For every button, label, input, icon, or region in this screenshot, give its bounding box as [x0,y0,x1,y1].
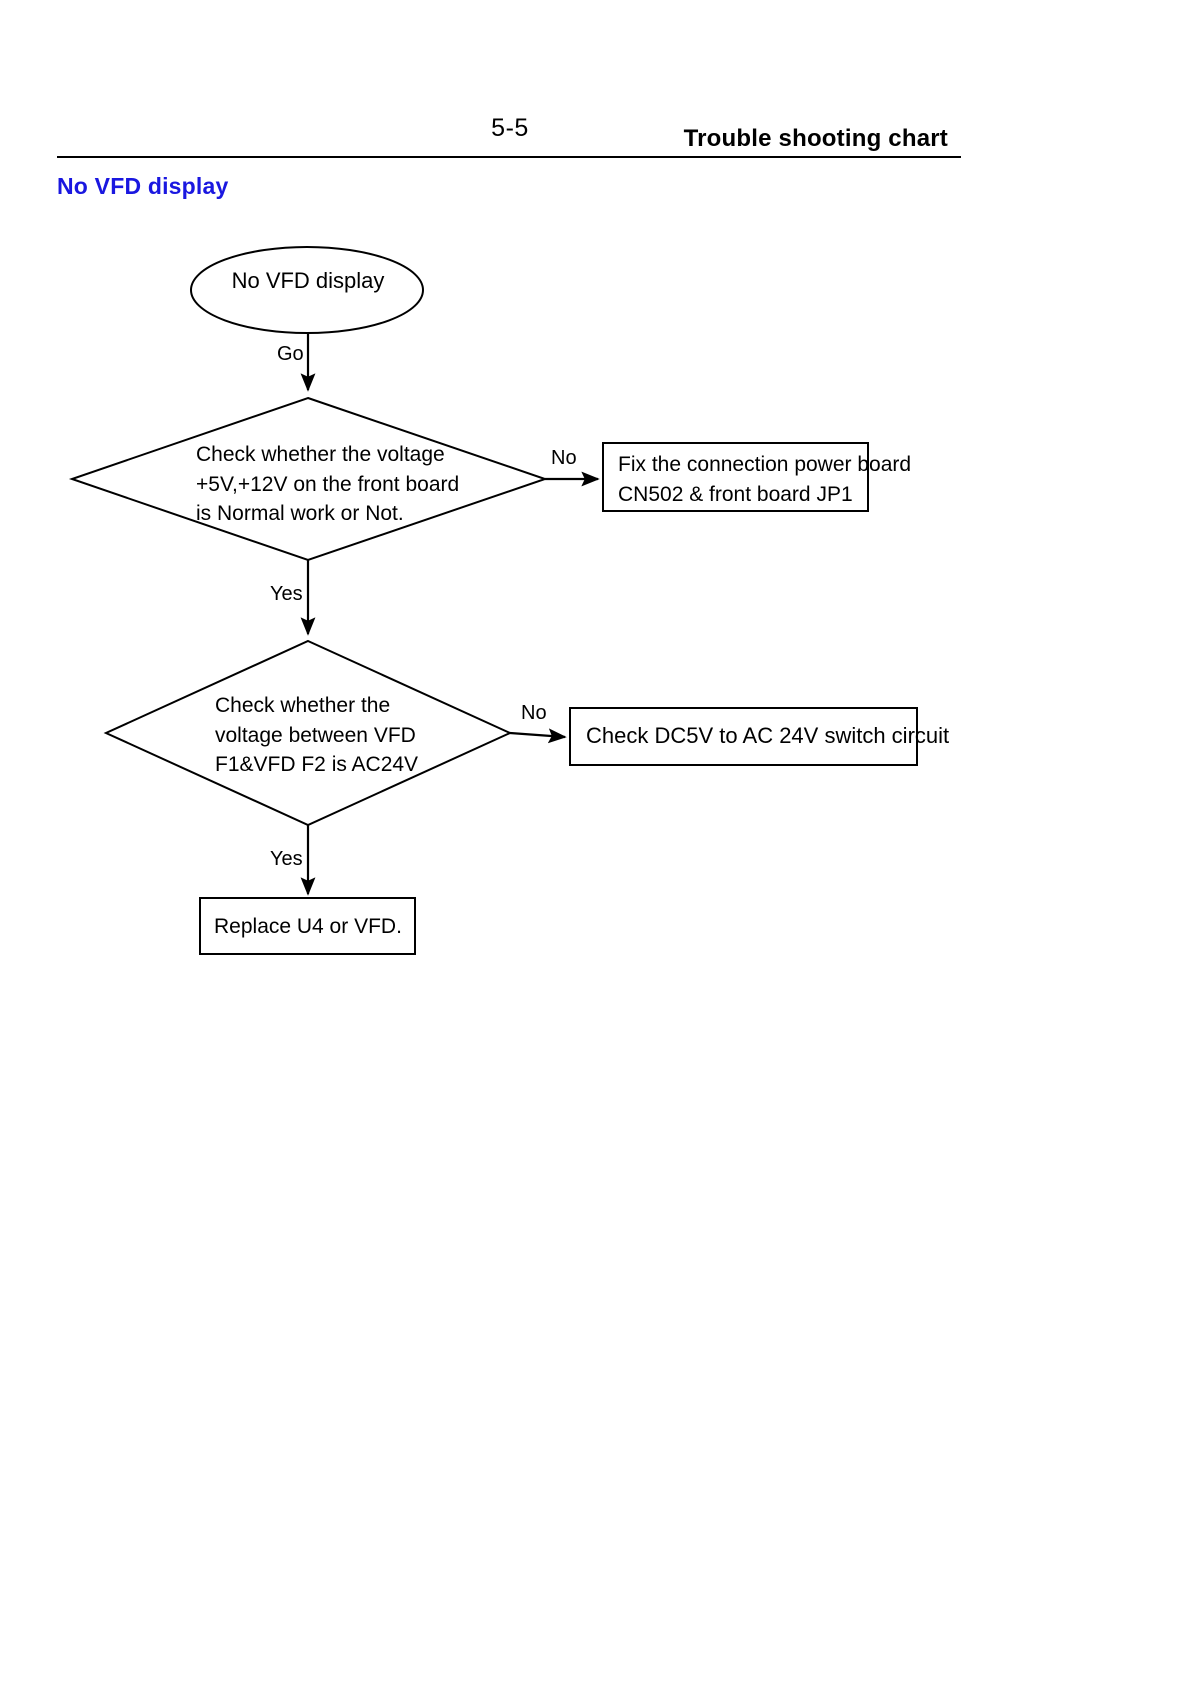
action1-line-2: CN502 & front board JP1 [618,482,853,506]
edge-label-decision2-yes: Yes [270,848,303,870]
start-node-label: No VFD display [188,266,428,296]
edge-decision2-no [509,728,567,744]
word: whether [280,694,356,717]
decision1-line-3: is Normal work or Not. [196,502,404,525]
word: Fix [618,453,646,476]
start-node-line-1: No VFD display [231,268,385,293]
word: voltage [215,723,283,747]
word: whether [261,443,337,466]
action1-line-1: Fix the connection power board [618,450,911,480]
decision2-label: Check whether the voltage between VFD F1… [215,691,419,780]
edge-label-decision1-yes: Yes [270,583,303,605]
word: voltage [376,443,445,466]
section-heading: No VFD display [57,173,229,199]
word: Check [196,443,256,466]
edge-label-decision2-no: No [521,702,547,724]
action3-line-1: Replace U4 or VFD. [214,915,402,938]
action2-line-1: Check DC5V to AC 24V switch circuit [586,723,950,748]
word: +5V,+12V [196,472,288,496]
word: front [357,472,400,496]
decision2-line-2: voltage between VFD [215,721,416,751]
word: board [857,453,912,476]
decision1-line-2: +5V,+12V on the front board [196,470,459,500]
word: the [360,694,391,717]
word: the [651,453,682,476]
word: the [341,443,372,466]
edge-label-decision1-no: No [551,447,577,469]
decision2-line-1: Check whether the [215,691,400,721]
word: power [794,453,852,476]
word: VFD [373,723,416,747]
decision1-label: Check whether the voltage +5V,+12V on th… [196,440,459,529]
word: board [405,472,460,496]
action-box-check-dc5v [569,707,918,766]
word: on [293,472,317,496]
action-box-fix-connection-label: Fix the connection power board CN502 & f… [618,450,911,509]
action-box-check-dc5v-label: Check DC5V to AC 24V switch circuit [586,721,950,751]
header-divider [57,156,961,158]
action-box-replace-u4 [199,897,416,955]
word: Check [215,694,275,717]
word: connection [686,453,789,476]
page-title: Trouble shooting chart [683,125,948,152]
word: between [288,723,368,747]
decision2-line-3: F1&VFD F2 is AC24V [215,753,419,776]
action-box-replace-u4-label: Replace U4 or VFD. [214,912,410,942]
page-number: 5-5 [491,114,529,142]
word: the [322,472,352,496]
action-box-fix-connection [602,442,869,512]
edge-label-go: Go [277,343,304,365]
decision1-line-1: Check whether the voltage [196,440,445,470]
